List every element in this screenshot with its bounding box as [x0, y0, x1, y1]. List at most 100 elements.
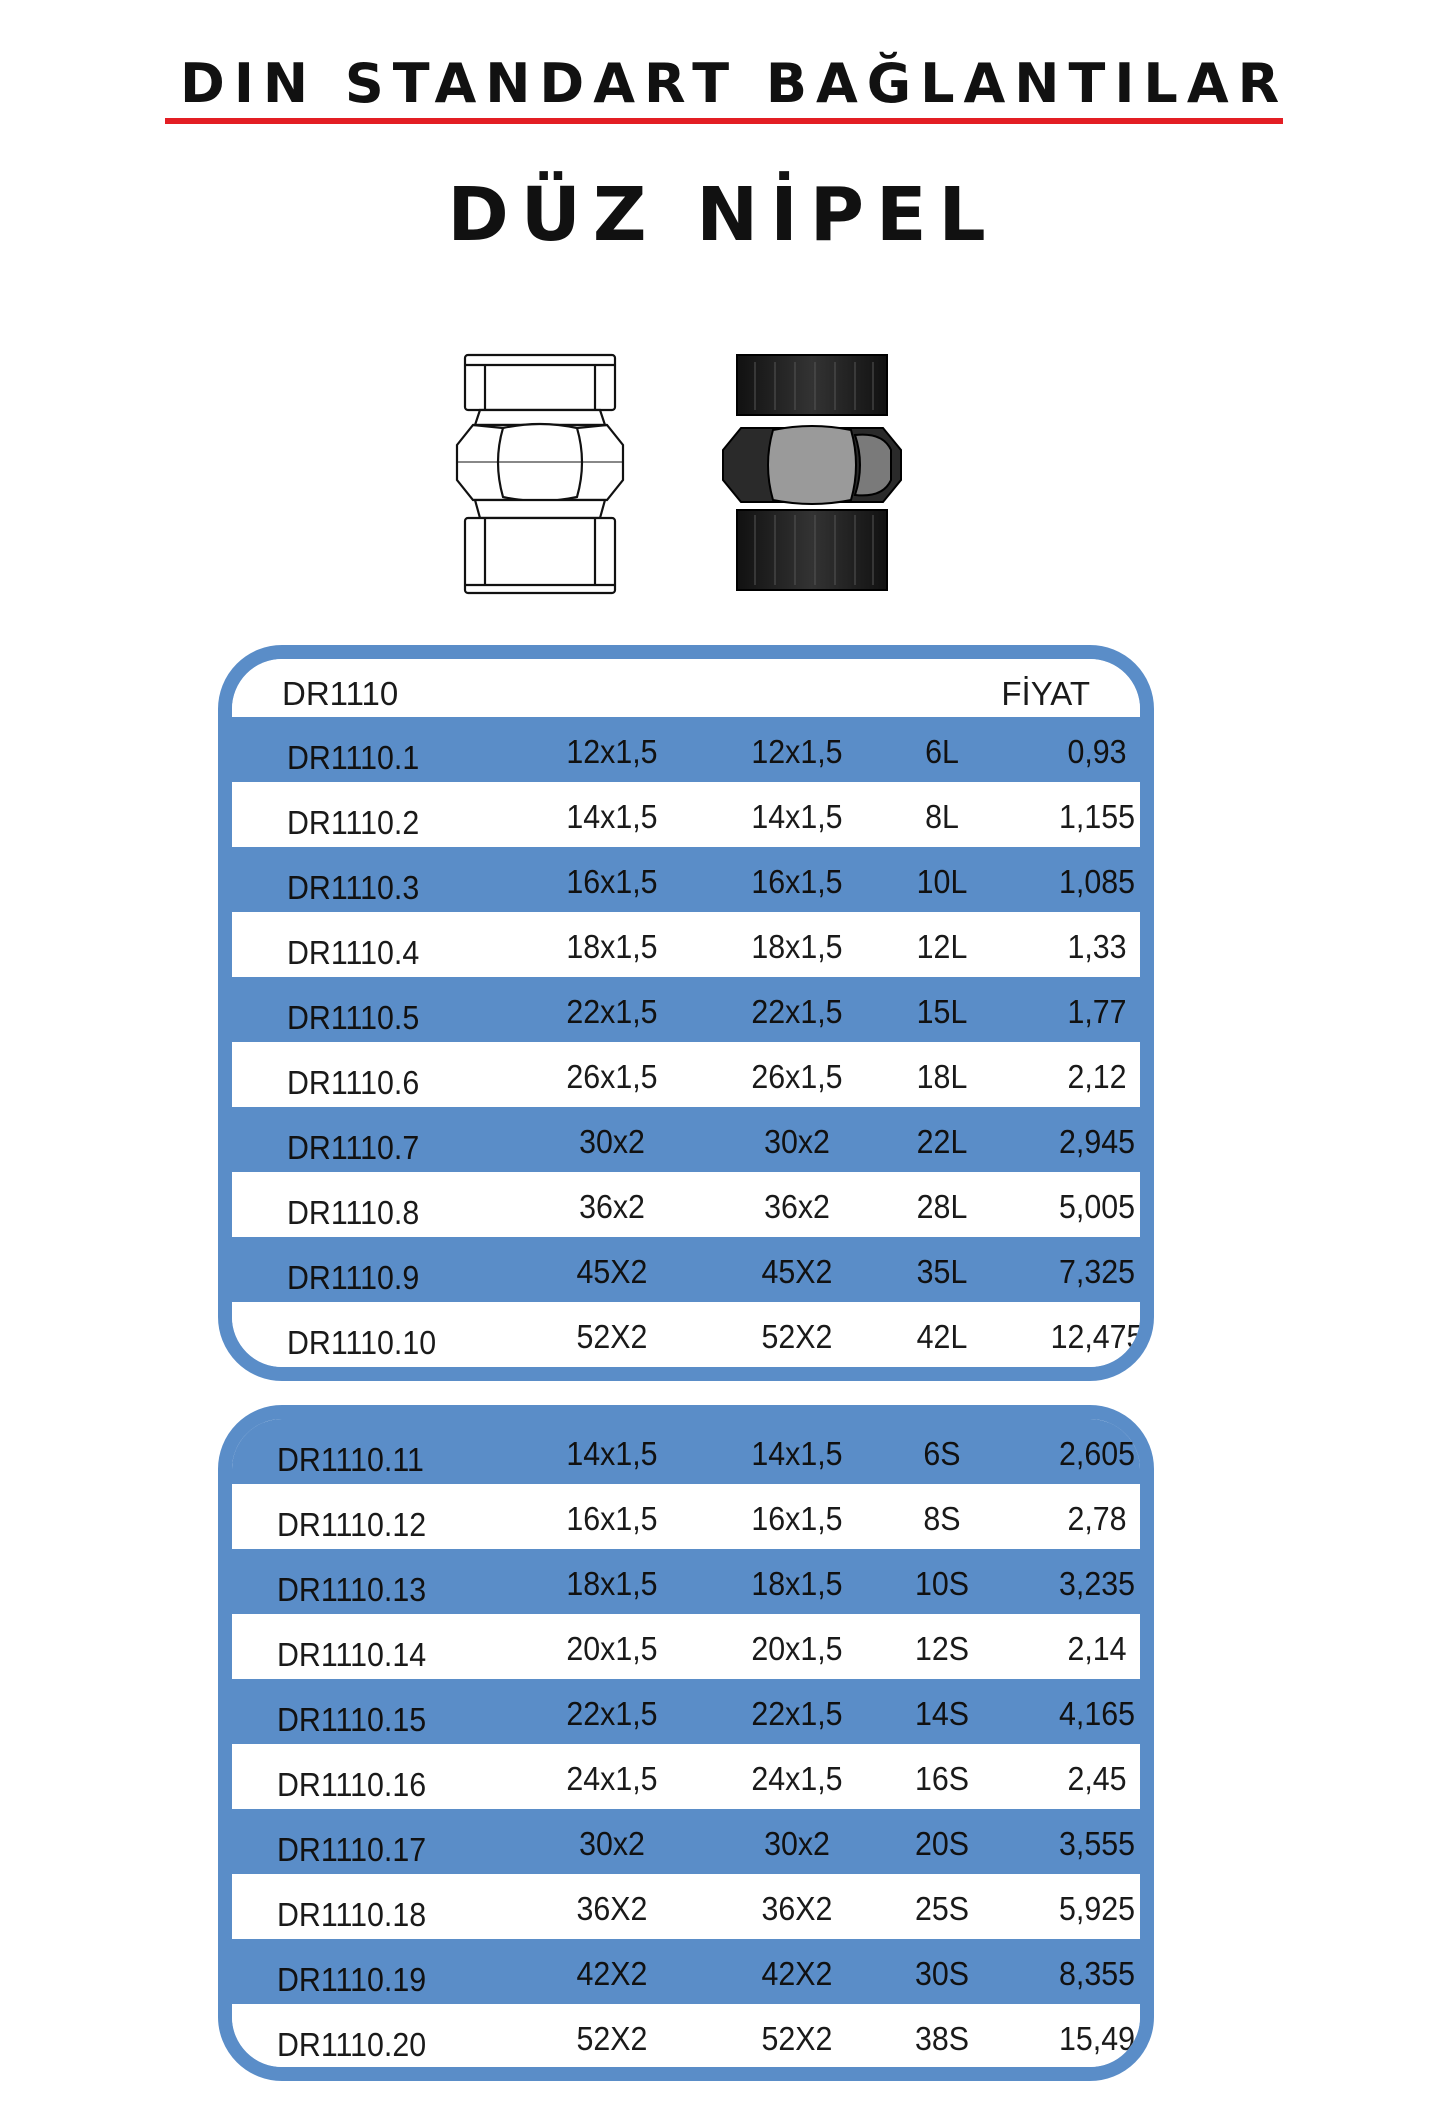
thread-size-a: 12x1,5 — [566, 733, 658, 770]
price-value: 2,945 — [1059, 1123, 1135, 1160]
product-code: DR1110.7 — [287, 1129, 420, 1166]
tube-size: 16S — [914, 1760, 970, 1797]
price-value: 7,325 — [1059, 1253, 1135, 1290]
thread-size-b: 24x1,5 — [751, 1760, 843, 1797]
thread-size-a: 16x1,5 — [566, 1500, 658, 1537]
product-code: DR1110.5 — [287, 999, 420, 1036]
product-code: DR1110.2 — [287, 804, 420, 841]
price-value: 5,925 — [1059, 1890, 1135, 1927]
thread-size-b: 18x1,5 — [751, 1565, 843, 1602]
product-code: DR1110.3 — [287, 869, 420, 906]
product-code: DR1110.17 — [277, 1831, 427, 1868]
thread-size-a: 14x1,5 — [566, 1435, 658, 1472]
thread-size-a: 45X2 — [576, 1253, 648, 1290]
price-value: 0,93 — [1067, 733, 1127, 770]
thread-size-a: 18x1,5 — [566, 1565, 658, 1602]
thread-size-a: 22x1,5 — [566, 1695, 658, 1732]
price-column-header: FİYAT — [1001, 675, 1090, 712]
price-value: 2,14 — [1067, 1630, 1127, 1667]
product-code: DR1110.8 — [287, 1194, 420, 1231]
thread-size-b: 30x2 — [764, 1123, 830, 1160]
thread-size-b: 12x1,5 — [751, 733, 843, 770]
tube-size: 6S — [923, 1435, 961, 1472]
thread-size-b: 14x1,5 — [751, 798, 843, 835]
thread-size-a: 26x1,5 — [566, 1058, 658, 1095]
tube-size: 38S — [914, 2020, 970, 2057]
tube-size: 12S — [914, 1630, 970, 1667]
tube-size: 15L — [916, 993, 968, 1030]
price-value: 3,235 — [1059, 1565, 1135, 1602]
tube-size: 10L — [916, 863, 968, 900]
tube-size: 28L — [916, 1188, 968, 1225]
thread-size-b: 18x1,5 — [751, 928, 843, 965]
price-value: 1,33 — [1067, 928, 1127, 965]
table-row: DR1110.14 20x1,5 20x1,5 12S 2,14 — [232, 1614, 1140, 1679]
table-row: DR1110.15 22x1,5 22x1,5 14S 4,165 — [232, 1679, 1140, 1744]
product-code: DR1110.13 — [277, 1571, 427, 1608]
nipple-line-drawing — [455, 353, 625, 595]
product-code: DR1110.10 — [287, 1324, 437, 1361]
thread-size-a: 30x2 — [579, 1825, 645, 1862]
product-code: DR1110.1 — [287, 739, 420, 776]
thread-size-b: 22x1,5 — [751, 1695, 843, 1732]
thread-size-a: 42X2 — [576, 1955, 648, 1992]
price-value: 4,165 — [1059, 1695, 1135, 1732]
product-code: DR1110.14 — [277, 1636, 427, 1673]
thread-size-a: 36x2 — [579, 1188, 645, 1225]
thread-size-b: 45X2 — [761, 1253, 833, 1290]
price-value: 1,085 — [1059, 863, 1135, 900]
tube-size: 14S — [914, 1695, 970, 1732]
tube-size: 6L — [925, 733, 959, 770]
table-row: DR1110.13 18x1,5 18x1,5 10S 3,235 — [232, 1549, 1140, 1614]
price-value: 1,155 — [1059, 798, 1135, 835]
tube-size: 12L — [916, 928, 968, 965]
thread-size-a: 36X2 — [576, 1890, 648, 1927]
thread-size-b: 26x1,5 — [751, 1058, 843, 1095]
product-code: DR1110.16 — [277, 1766, 427, 1803]
product-code: DR1110.4 — [287, 934, 420, 971]
thread-size-b: 52X2 — [761, 2020, 833, 2057]
thread-size-b: 52X2 — [761, 1318, 833, 1355]
thread-size-b: 20x1,5 — [751, 1630, 843, 1667]
thread-size-a: 20x1,5 — [566, 1630, 658, 1667]
product-code: DR1110.19 — [277, 1961, 427, 1998]
tube-size: 8S — [923, 1500, 961, 1537]
price-value: 8,355 — [1059, 1955, 1135, 1992]
price-value: 2,605 — [1059, 1435, 1135, 1472]
thread-size-b: 36x2 — [764, 1188, 830, 1225]
tube-size: 30S — [914, 1955, 970, 1992]
product-code: DR1110.15 — [277, 1701, 427, 1738]
thread-size-b: 36X2 — [761, 1890, 833, 1927]
thread-size-b: 42X2 — [761, 1955, 833, 1992]
product-code: DR1110.20 — [277, 2026, 427, 2063]
tube-size: 10S — [914, 1565, 970, 1602]
thread-size-a: 16x1,5 — [566, 863, 658, 900]
table-row: DR1110.4 18x1,5 18x1,5 12L 1,33 — [232, 912, 1140, 977]
thread-size-a: 14x1,5 — [566, 798, 658, 835]
thread-size-a: 30x2 — [579, 1123, 645, 1160]
table-row: DR1110.19 42X2 42X2 30S 8,355 — [232, 1939, 1140, 2004]
thread-size-a: 18x1,5 — [566, 928, 658, 965]
thread-size-b: 16x1,5 — [751, 863, 843, 900]
table-row: DR1110.7 30x2 30x2 22L 2,945 — [232, 1107, 1140, 1172]
nipple-solid-render — [722, 354, 902, 591]
price-value: 12,475 — [1050, 1318, 1144, 1355]
tube-size: 22L — [916, 1123, 968, 1160]
catalog-section-title: DIN STANDART BAĞLANTILAR — [180, 52, 1289, 115]
price-value: 15,49 — [1059, 2020, 1135, 2057]
tube-size: 25S — [914, 1890, 970, 1927]
price-value: 2,78 — [1067, 1500, 1127, 1537]
table-row: DR1110.3 16x1,5 16x1,5 10L 1,085 — [232, 847, 1140, 912]
product-code: DR1110.12 — [277, 1506, 427, 1543]
